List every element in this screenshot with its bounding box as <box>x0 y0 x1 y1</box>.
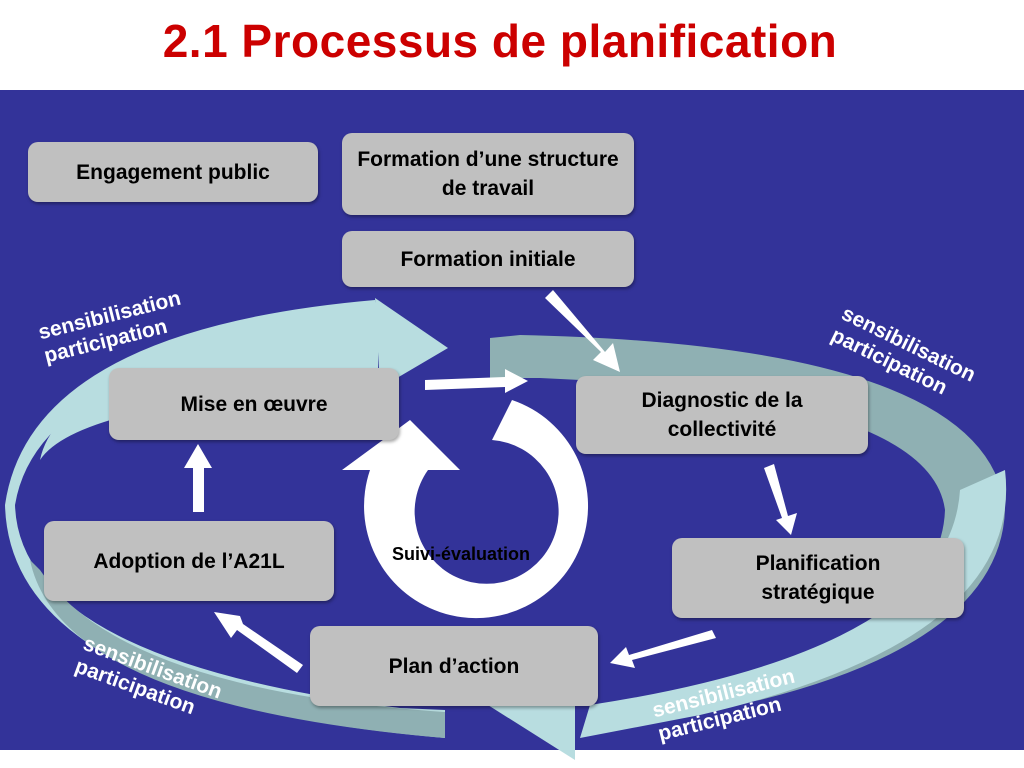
step-label: Diagnostic de la collectivité <box>641 389 803 441</box>
step-plan-action: Plan d’action <box>310 626 598 706</box>
step-formation-structure: Formation d’une structure de travail <box>342 133 634 215</box>
ring-band-left-dark <box>30 560 445 738</box>
page-title: 2.1 Processus de planification <box>162 15 838 67</box>
center-label-suivi-evaluation: Suivi-évaluation <box>392 544 531 564</box>
step-adoption: Adoption de l’A21L <box>44 521 334 601</box>
flow-arrows <box>184 290 797 673</box>
step-label: Formation d’une structure de travail <box>357 148 619 200</box>
step-label: Formation initiale <box>400 247 576 271</box>
step-formation-initiale: Formation initiale <box>342 231 634 287</box>
ring-arrowhead-top <box>375 298 448 388</box>
step-label: Engagement public <box>76 160 270 184</box>
step-engagement-public: Engagement public <box>28 142 318 202</box>
step-planification-strategique: Planification stratégique <box>672 538 964 618</box>
step-label: Planification stratégique <box>755 552 881 604</box>
step-label: Plan d’action <box>388 654 520 678</box>
step-label: Adoption de l’A21L <box>93 549 285 573</box>
step-mise-en-oeuvre: Mise en œuvre <box>109 368 399 440</box>
step-label: Mise en œuvre <box>180 392 328 416</box>
center-cycle-arrow <box>342 400 589 619</box>
ring-arrowhead-bottom <box>480 700 575 760</box>
step-diagnostic: Diagnostic de la collectivité <box>576 376 868 454</box>
